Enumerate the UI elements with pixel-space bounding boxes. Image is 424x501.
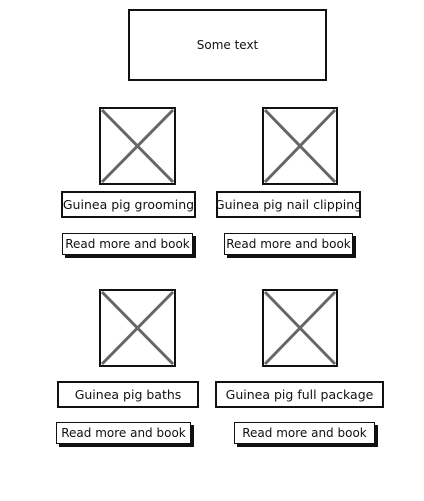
service-label-text: Guinea pig baths [74,387,182,402]
read-more-and-book-button[interactable]: Read more and book [56,422,191,444]
image-placeholder-icon [99,107,176,185]
image-placeholder-icon [262,289,338,367]
service-label-text: Guinea pig nail clipping [216,197,361,212]
button-label: Read more and book [61,426,186,440]
button-label: Read more and book [242,426,367,440]
image-placeholder-icon [99,289,176,367]
header-text: Some text [196,38,259,52]
service-label-nail-clipping: Guinea pig nail clipping [216,191,361,218]
read-more-and-book-button[interactable]: Read more and book [234,422,375,444]
button-label: Read more and book [65,237,190,251]
read-more-and-book-button[interactable]: Read more and book [62,233,193,255]
service-label-grooming: Guinea pig grooming [61,191,196,218]
read-more-and-book-button[interactable]: Read more and book [224,233,353,255]
service-label-full-package: Guinea pig full package [215,381,384,408]
header-text-box: Some text [128,9,327,81]
service-label-baths: Guinea pig baths [57,381,199,408]
image-placeholder-icon [262,107,338,185]
service-label-text: Guinea pig grooming [62,197,195,212]
button-label: Read more and book [226,237,351,251]
service-label-text: Guinea pig full package [225,387,374,402]
